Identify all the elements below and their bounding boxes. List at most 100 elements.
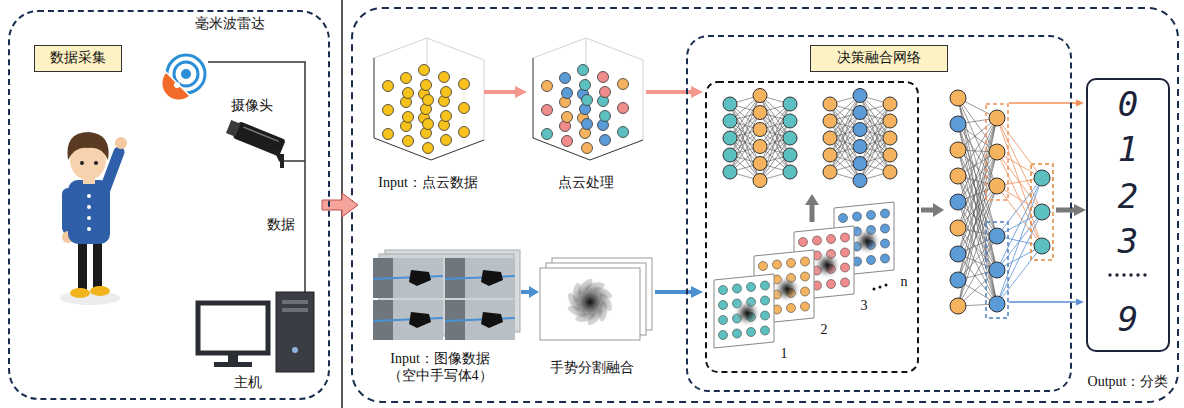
output-dots: [1108, 273, 1146, 276]
output-dots: [1143, 273, 1146, 276]
camera-icon: [225, 118, 305, 168]
class-digit: 9: [1118, 301, 1138, 338]
point-dot: [582, 143, 593, 154]
feature-dot: [719, 316, 728, 325]
feature-dot: [841, 278, 850, 287]
camera-icon: [243, 127, 278, 141]
point-dot: [383, 129, 394, 140]
radar-icon: [174, 82, 180, 88]
network-link: [997, 212, 1042, 304]
device-label: 毫米波雷达: [195, 16, 265, 33]
input-caption: Input：图像数据 （空中手写体4）: [384, 351, 496, 385]
output-dots: [1136, 273, 1139, 276]
point-dot: [441, 87, 452, 98]
mlp-network: [823, 89, 897, 188]
image-frame: [373, 300, 443, 340]
neuron: [753, 89, 767, 103]
feature-dot: [787, 304, 796, 313]
computer-icon: [282, 300, 308, 304]
class-digit: 3: [1118, 223, 1138, 260]
neuron: [883, 131, 897, 145]
feature-dot: [801, 287, 810, 296]
point-dot: [423, 95, 434, 106]
neuron: [989, 262, 1005, 278]
ellipsis-dot: [873, 288, 876, 291]
plot-grid: [643, 60, 644, 140]
neuron: [753, 106, 767, 120]
arrow-line: [484, 90, 515, 94]
neuron: [883, 97, 897, 111]
point-dot: [403, 136, 414, 147]
feature-map: [834, 202, 894, 276]
neuron: [753, 174, 767, 188]
point-dot: [401, 73, 412, 84]
arrow-head: [691, 86, 703, 98]
camera-icon: [280, 154, 284, 168]
neuron: [950, 298, 966, 314]
output-dots: [1115, 273, 1118, 276]
output-caption: Output：分类: [1088, 374, 1169, 391]
group-box: [986, 104, 1008, 200]
neuron: [950, 272, 966, 288]
point-dot: [582, 95, 593, 106]
ellipsis-dot: [885, 284, 888, 287]
point-dot: [600, 111, 611, 122]
person-figure: [67, 132, 108, 160]
point-dot: [618, 103, 629, 114]
point-dot: [562, 136, 573, 147]
arrow-line: [810, 205, 815, 222]
neuron: [853, 106, 867, 120]
plot-grid: [427, 38, 484, 60]
neuron: [853, 140, 867, 154]
feature-map: [754, 250, 814, 324]
output-box: 01239: [1086, 78, 1170, 352]
neuron: [883, 148, 897, 162]
feature-dot: [827, 235, 836, 244]
arrow-head: [805, 194, 819, 205]
group-box: [986, 222, 1008, 318]
point-dot: [600, 87, 611, 98]
image-stack: [373, 250, 520, 340]
point-dot: [421, 80, 432, 91]
neuron: [823, 114, 837, 128]
gesture-fusion-image: [540, 268, 640, 340]
section-heading: 数据采集: [34, 45, 122, 72]
neuron: [989, 296, 1005, 312]
point-dot: [560, 73, 571, 84]
radar-icon: [181, 69, 191, 79]
point-dot: [423, 119, 434, 130]
feature-dot: [719, 286, 728, 295]
neuron: [989, 144, 1005, 160]
data-wire: [208, 62, 305, 292]
neuron: [723, 165, 737, 179]
computer-icon: [198, 303, 268, 353]
neuron: [883, 114, 897, 128]
computer-icon: [198, 292, 314, 372]
plot-axis: [374, 58, 375, 138]
feature-dot: [841, 233, 850, 242]
arrow-line: [521, 290, 529, 294]
arrow-head: [933, 203, 944, 217]
flow-connector: [1072, 208, 1080, 213]
feature-blob: [733, 299, 761, 327]
feature-blob: [853, 227, 881, 255]
computer-icon: [292, 347, 298, 353]
point-dot: [441, 111, 452, 122]
arrow-line: [1056, 208, 1073, 213]
image-frame: [445, 276, 515, 279]
computer-icon: [276, 292, 314, 372]
plot-axis: [431, 140, 484, 160]
neuron: [753, 123, 767, 137]
camera-icon: [226, 120, 241, 137]
class-digit: 1: [1118, 131, 1138, 168]
feature-dot: [733, 284, 742, 293]
computer-icon: [214, 362, 252, 367]
feature-dot: [801, 272, 810, 281]
feature-dot: [867, 256, 876, 265]
neuron: [753, 157, 767, 171]
point-cloud-plot: [374, 38, 484, 160]
neuron: [950, 220, 966, 236]
person-figure: [80, 161, 84, 165]
hand-shape: [409, 312, 431, 328]
